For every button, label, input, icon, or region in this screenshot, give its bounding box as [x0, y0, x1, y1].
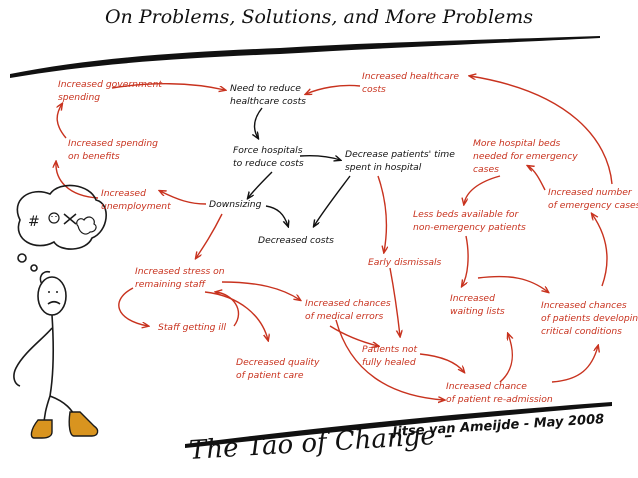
skull-icon [48, 212, 60, 224]
arrow-downsizing-to-stress [196, 213, 223, 258]
arrow-need-to-force [255, 107, 263, 138]
node-force-hospitals-reduce-costs: Force hospitals to reduce costs [233, 145, 304, 169]
node-more-hospital-beds: More hospital beds needed for emergency … [473, 138, 578, 175]
arrow-stress-to-staffill [118, 287, 148, 326]
arrow-emergency-to-healthcare [470, 76, 613, 185]
node-increased-chances-critical-conditions: Increased chances of patients developing… [541, 300, 638, 337]
hash-symbol-icon: # [28, 214, 40, 230]
arrow-benefits-to-govspending [57, 104, 67, 139]
stick-figure-icon [13, 184, 107, 427]
node-decreased-quality-patient-care: Decreased quality of patient care [236, 357, 320, 381]
node-increased-unemployment: Increased unemployment [101, 188, 171, 212]
left-boot-icon [30, 419, 53, 439]
node-need-to-reduce-healthcare-costs: Need to reduce healthcare costs [230, 83, 306, 107]
crossbones-icon [63, 213, 77, 225]
arrow-govspending-to-need [111, 83, 225, 90]
arrow-downsizing-to-unemployment [160, 191, 207, 205]
node-increased-chance-readmission: Increased chance of patient re-admission [446, 381, 553, 405]
node-less-beds-available: Less beds available for non-emergency pa… [413, 209, 526, 233]
node-patients-not-fully-healed: Patients not fully healed [362, 344, 418, 368]
node-increased-waiting-lists: Increased waiting lists [450, 293, 505, 317]
arrow-staffill-to-stress [216, 292, 240, 327]
arrow-downsizing-to-decreased [265, 205, 288, 226]
node-early-dismissals: Early dismissals [368, 257, 442, 268]
arrow-errors-to-nothealed [329, 325, 378, 346]
node-increased-healthcare-costs: Increased healthcare costs [362, 71, 460, 95]
arrow-healthcare-to-need [306, 84, 361, 94]
arrow-stress-to-errors [221, 281, 300, 300]
right-boot-icon [68, 411, 99, 437]
arrow-early-to-nothealed [389, 267, 400, 336]
arrow-decrease-to-early [377, 175, 386, 252]
node-increased-chances-medical-errors: Increased chances of medical errors [305, 298, 391, 322]
arrow-morebeds-to-lessbeds [464, 175, 501, 204]
arrow-lessbeds-to-waiting [462, 235, 469, 286]
arrow-errors-to-readmission [335, 319, 444, 400]
bottom-brush-stroke [185, 402, 612, 448]
arrow-waiting-to-critical [477, 275, 548, 292]
arrow-critical-to-emergency [592, 214, 608, 287]
node-downsizing: Downsizing [209, 199, 262, 210]
node-decrease-patients-time: Decrease patients' time spent in hospita… [345, 149, 455, 173]
page-title: On Problems, Solutions, and More Problem… [104, 6, 534, 28]
top-brush-stroke [10, 36, 600, 78]
node-increased-spending-on-benefits: Increased spending on benefits [68, 138, 158, 162]
node-decreased-costs: Decreased costs [258, 235, 334, 246]
arrow-emergency-to-morebeds [528, 166, 546, 191]
arrow-decrease-to-decreased [314, 175, 351, 226]
arrow-nothealed-to-readmission [419, 353, 464, 372]
arrow-readmission-to-critical [551, 346, 598, 383]
node-staff-getting-ill: Staff getting ill [158, 322, 227, 333]
node-increased-stress-on-staff: Increased stress on remaining staff [135, 266, 225, 290]
thinking-cloud-icon [76, 216, 97, 235]
node-increased-number-emergency-cases: Increased number of emergency cases [548, 187, 638, 211]
arrow-readmission-to-waiting [499, 334, 512, 383]
arrow-force-to-decrease [299, 154, 340, 160]
node-increased-government-spending: Increased government spending [58, 79, 163, 103]
arrow-force-to-downsizing [248, 171, 273, 198]
